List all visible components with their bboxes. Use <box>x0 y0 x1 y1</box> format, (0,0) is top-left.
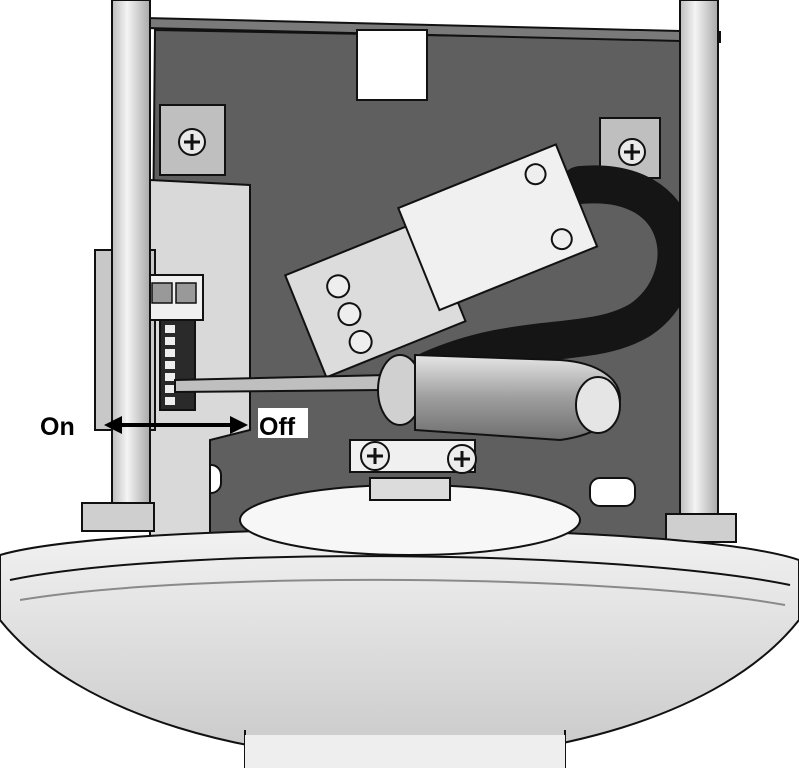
on-label: On <box>40 413 75 441</box>
terminal-connector <box>283 143 599 379</box>
nut <box>81 502 737 543</box>
off-label: Off <box>259 413 296 441</box>
cable <box>411 165 696 389</box>
center-bracket <box>349 439 477 474</box>
off-label-bg <box>258 408 308 438</box>
screw-icon <box>178 128 206 156</box>
right-pole <box>679 0 719 531</box>
screwdriver-icon <box>174 353 621 442</box>
left-pole <box>111 0 151 521</box>
dip-switch-icon <box>159 319 196 411</box>
screw-icon <box>618 138 646 166</box>
double-arrow-icon <box>104 416 248 434</box>
dome-housing <box>0 477 799 768</box>
